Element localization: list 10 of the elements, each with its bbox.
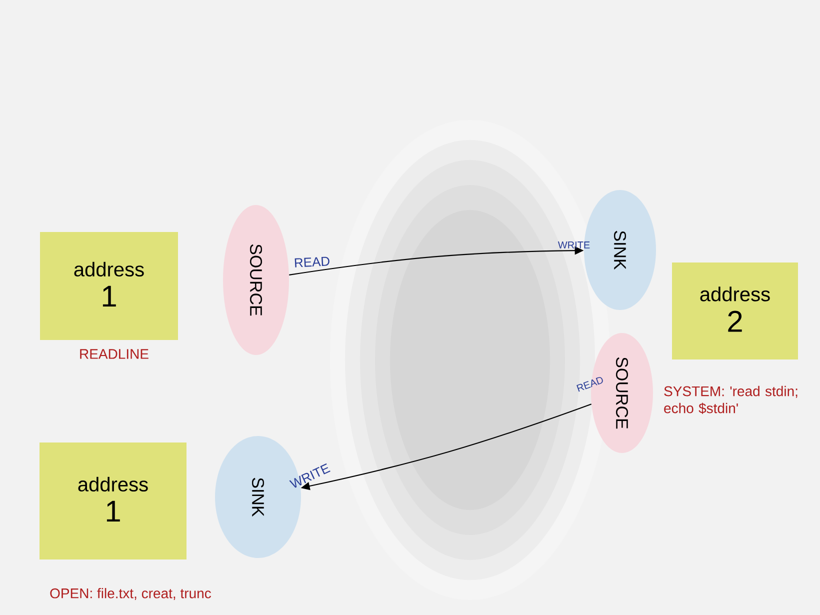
end-label: READ: [576, 377, 603, 392]
label-blob: SOURCE: [223, 205, 289, 355]
sticky-note: address 1: [40, 232, 178, 340]
end-label: READ: [294, 256, 330, 268]
end-label: WRITE: [558, 242, 590, 248]
sticky-note: address 1: [40, 442, 186, 560]
note-text: SYSTEM: 'read stdin; echo $stdin': [664, 386, 798, 414]
sticky-note: address 2: [672, 262, 798, 360]
note-text: OPEN: file.txt, creat, trunc: [50, 588, 211, 600]
note-text: READLINE: [80, 349, 148, 359]
